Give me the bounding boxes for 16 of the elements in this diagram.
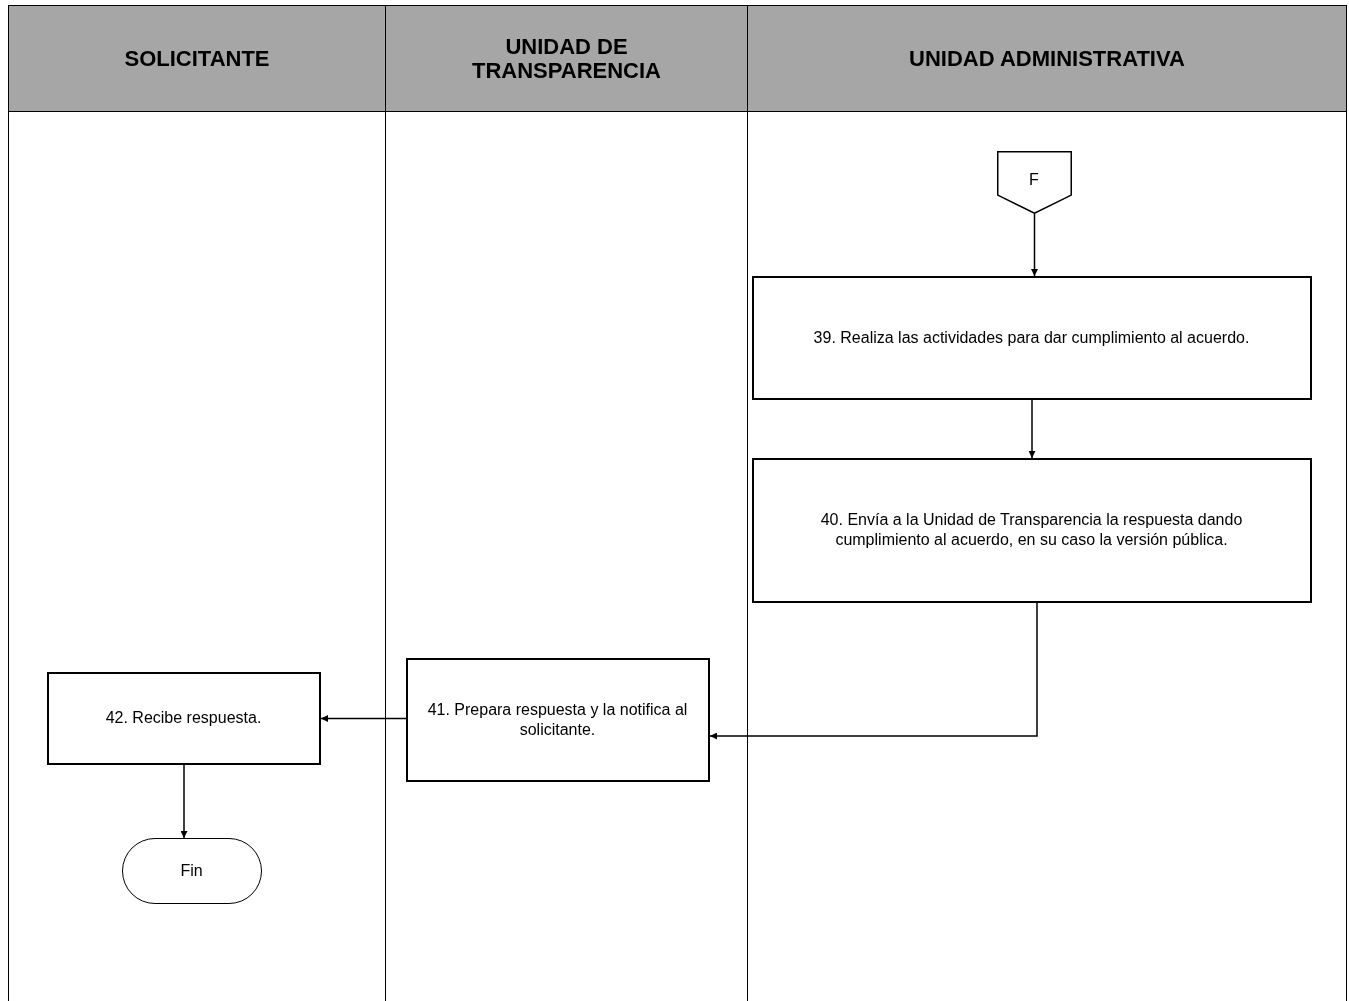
arrow xyxy=(320,715,407,722)
off-page-connector: F xyxy=(996,150,1072,214)
process-box: 39. Realiza las actividades para dar cumplimiento al acuerdo. xyxy=(751,275,1312,400)
arrow xyxy=(1028,399,1036,459)
lane-header: SOLICITANTE xyxy=(9,6,385,112)
arrow xyxy=(1031,213,1038,277)
process-box: 40. Envía a la Unidad de Transparencia la respuesta dando cumplimiento al acuerdo, en su caso la versión pública. xyxy=(751,457,1312,603)
arrow xyxy=(180,764,188,839)
swimlane xyxy=(8,5,386,1001)
swimlane xyxy=(747,5,1347,1001)
lane-header: UNIDAD DE TRANSPARENCIA xyxy=(386,6,747,112)
process-box: 42. Recibe respuesta. xyxy=(46,671,321,765)
process-box: 41. Prepara respuesta y la notifica al solicitante. xyxy=(405,657,710,782)
terminator: Fin xyxy=(121,837,262,904)
lane-header: UNIDAD ADMINISTRATIVA xyxy=(748,6,1346,112)
arrow xyxy=(709,602,1038,740)
